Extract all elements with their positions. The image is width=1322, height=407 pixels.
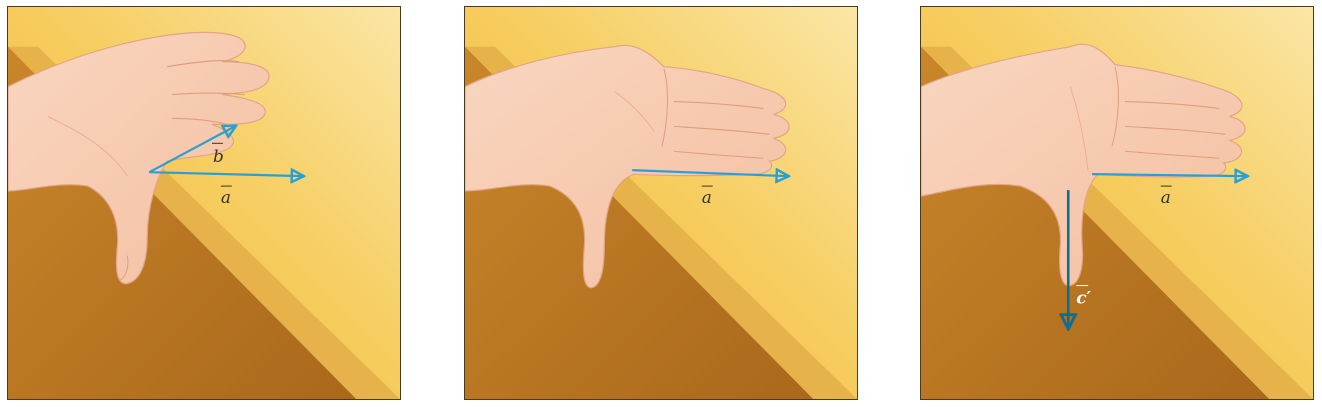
svg-text:a: a [1161, 187, 1171, 207]
hand [465, 44, 790, 289]
vector-a [632, 170, 787, 176]
svg-text:b: b [213, 146, 224, 166]
hand-illustration-1: b a [8, 7, 400, 399]
vector-a [1092, 174, 1246, 176]
label-a: a [702, 185, 713, 207]
svg-text:a: a [702, 187, 712, 207]
svg-text:a: a [221, 187, 231, 207]
hand [8, 31, 270, 285]
shadow-surface [921, 46, 1270, 399]
panel-2: a [464, 6, 858, 400]
vector-a [149, 172, 302, 176]
label-c-prime: c′ [1076, 285, 1092, 307]
shadow-surface [465, 46, 814, 399]
label-b: b [211, 142, 224, 166]
panel-1: b a [7, 6, 401, 400]
svg-text:c′: c′ [1076, 287, 1091, 307]
hand-illustration-3: a c′ [921, 7, 1313, 399]
hand [921, 43, 1246, 287]
hand-illustration-2: a [465, 7, 857, 399]
panel-3: a c′ [920, 6, 1314, 400]
vector-b [148, 126, 235, 174]
label-a: a [1161, 185, 1172, 207]
label-a: a [221, 185, 232, 207]
